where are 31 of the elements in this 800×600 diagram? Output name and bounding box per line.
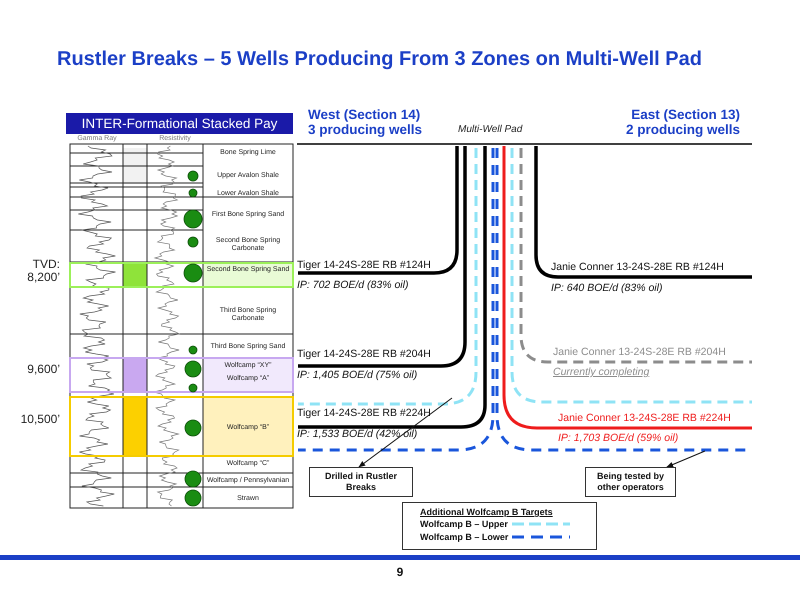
depth-value: 10,500’ bbox=[20, 412, 60, 426]
page-number: 9 bbox=[396, 565, 404, 579]
production-rate: IP: 702 BOE/d (83% oil) bbox=[297, 279, 410, 291]
callout-text: Being tested by other operators bbox=[596, 471, 665, 493]
depth-value: 8,200’ bbox=[26, 270, 60, 284]
section-heading: East (Section 13) 2 producing wells bbox=[624, 108, 740, 138]
column-heading: INTER-Formational Stacked Pay bbox=[66, 113, 293, 134]
callout-text: Drilled in Rustler Breaks bbox=[324, 471, 398, 493]
pad-label: Multi-Well Pad bbox=[458, 124, 524, 135]
slide-title: Rustler Breaks – 5 Wells Producing From 3 Zones on Multi-Well Pad bbox=[57, 48, 702, 71]
section-heading: West (Section 14) 3 producing wells bbox=[308, 108, 424, 138]
well-name: Tiger 14-24S-28E RB #124H bbox=[297, 259, 432, 271]
well-name: Janie Conner 13-24S-28E RB #124H bbox=[551, 261, 725, 273]
depth-value: 9,600’ bbox=[26, 362, 60, 376]
legend-text: Wolfcamp B – Lower bbox=[420, 532, 508, 542]
production-rate: IP: 1,533 BOE/d (42% oil) bbox=[297, 428, 418, 440]
legend-heading: Additional Wolfcamp B Targets bbox=[420, 507, 554, 517]
well-name: Tiger 14-24S-28E RB #204H bbox=[297, 348, 432, 360]
callout-box bbox=[309, 467, 413, 497]
well-status: Currently completing bbox=[553, 366, 650, 378]
depth-label: TVD: bbox=[32, 257, 60, 271]
callout-box bbox=[585, 467, 676, 497]
production-rate: IP: 1,703 BOE/d (59% oil) bbox=[558, 432, 680, 444]
well-name: Tiger 14-24S-28E RB #224H bbox=[297, 407, 432, 419]
legend-text: Wolfcamp B – Upper bbox=[420, 519, 508, 529]
production-rate: IP: 640 BOE/d (83% oil) bbox=[551, 282, 664, 294]
production-rate: IP: 1,405 BOE/d (75% oil) bbox=[297, 369, 418, 381]
well-name: Janie Conner 13-24S-28E RB #224H bbox=[558, 412, 732, 424]
leader-arrow bbox=[358, 398, 452, 468]
leader-arrow bbox=[666, 450, 706, 468]
well-name: Janie Conner 13-24S-28E RB #204H bbox=[553, 346, 727, 358]
